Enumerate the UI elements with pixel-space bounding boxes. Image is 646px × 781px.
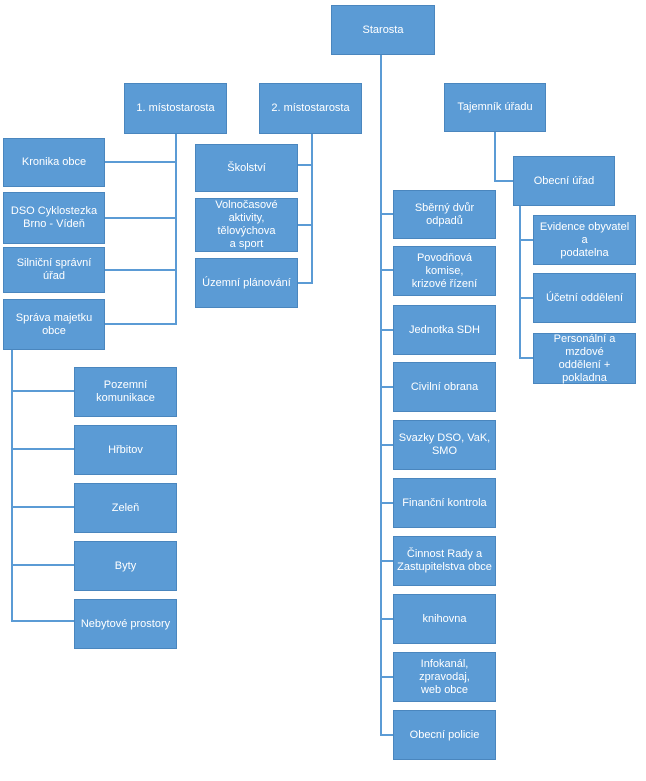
property-item: Zeleň <box>74 483 177 533</box>
deputy-2-item: Školství <box>195 144 298 192</box>
mayor-item: Infokanál, zpravodaj, web obce <box>393 652 496 702</box>
office-item: Evidence obyvatel a podatelna <box>533 215 636 265</box>
property-item: Nebytové prostory <box>74 599 177 649</box>
secretary-box: Tajemník úřadu <box>444 83 546 132</box>
mayor-item: Obecní policie <box>393 710 496 760</box>
office-item: Personální a mzdové oddělení + pokladna <box>533 333 636 384</box>
deputy-1-box: 1. místostarosta <box>124 83 227 134</box>
mayor-item: Jednotka SDH <box>393 305 496 355</box>
mayor-item: Svazky DSO, VaK, SMO <box>393 420 496 470</box>
mayor-item: Činnost Rady a Zastupitelstva obce <box>393 536 496 586</box>
mayor-item: knihovna <box>393 594 496 644</box>
deputy-1-item: DSO Cyklostezka Brno - Vídeň <box>3 192 105 244</box>
office-box: Obecní úřad <box>513 156 615 206</box>
deputy-1-item: Silniční správní úřad <box>3 247 105 293</box>
deputy-2-item: Volnočasové aktivity, tělovýchova a spor… <box>195 198 298 252</box>
deputy-2-box: 2. místostarosta <box>259 83 362 134</box>
starosta-box: Starosta <box>331 5 435 55</box>
property-item: Hřbitov <box>74 425 177 475</box>
mayor-item: Finanční kontrola <box>393 478 496 528</box>
deputy-1-item: Správa majetku obce <box>3 299 105 350</box>
deputy-1-item: Kronika obce <box>3 138 105 187</box>
office-item: Účetní oddělení <box>533 273 636 323</box>
deputy-2-item: Územní plánování <box>195 258 298 308</box>
mayor-item: Sběrný dvůr odpadů <box>393 190 496 239</box>
mayor-item: Civilní obrana <box>393 362 496 412</box>
mayor-item: Povodňová komise, krizové řízení <box>393 246 496 296</box>
property-item: Pozemní komunikace <box>74 367 177 417</box>
property-item: Byty <box>74 541 177 591</box>
